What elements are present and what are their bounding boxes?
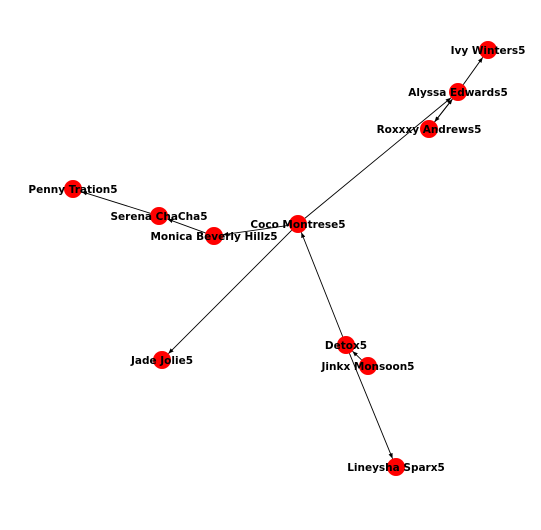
node-label-roxxxy: Roxxxy Andrews5 xyxy=(377,124,482,136)
node-serena xyxy=(150,207,168,225)
edge-coco-to-monica xyxy=(222,224,290,237)
node-lineysha xyxy=(387,458,405,476)
node-label-jade: Jade Jolie5 xyxy=(130,355,193,367)
node-label-serena: Serena ChaCha5 xyxy=(110,211,207,223)
edge-roxxxy-to-alyssa xyxy=(434,98,453,123)
node-coco xyxy=(289,215,307,233)
node-label-coco: Coco Montrese5 xyxy=(250,219,345,231)
edge-detox-to-coco xyxy=(300,232,344,337)
node-label-alyssa: Alyssa Edwards5 xyxy=(408,87,508,99)
node-label-jinkx: Jinkx Monsoon5 xyxy=(321,361,415,373)
edge-jinkx-to-detox xyxy=(352,350,362,361)
node-jade xyxy=(153,351,171,369)
node-label-monica: Monica Beverly Hillz5 xyxy=(150,231,277,243)
edges-layer xyxy=(81,57,484,459)
edge-coco-to-alyssa xyxy=(304,97,452,219)
node-ivy xyxy=(479,41,497,59)
node-roxxxy xyxy=(420,120,438,138)
edge-serena-to-penny xyxy=(81,191,151,214)
edge-alyssa-to-ivy xyxy=(462,57,484,85)
nodes-layer xyxy=(64,41,497,476)
node-detox xyxy=(337,336,355,354)
edge-detox-to-lineysha xyxy=(348,353,394,459)
node-label-ivy: Ivy Winters5 xyxy=(451,45,526,57)
node-label-penny: Penny Tration5 xyxy=(28,184,117,196)
node-jinkx xyxy=(359,357,377,375)
node-alyssa xyxy=(449,83,467,101)
node-label-detox: Detox5 xyxy=(325,340,367,352)
edge-coco-to-jade xyxy=(168,230,292,354)
node-penny xyxy=(64,180,82,198)
node-label-lineysha: Lineysha Sparx5 xyxy=(347,462,445,474)
node-monica xyxy=(205,227,223,245)
edge-monica-to-serena xyxy=(167,218,206,234)
